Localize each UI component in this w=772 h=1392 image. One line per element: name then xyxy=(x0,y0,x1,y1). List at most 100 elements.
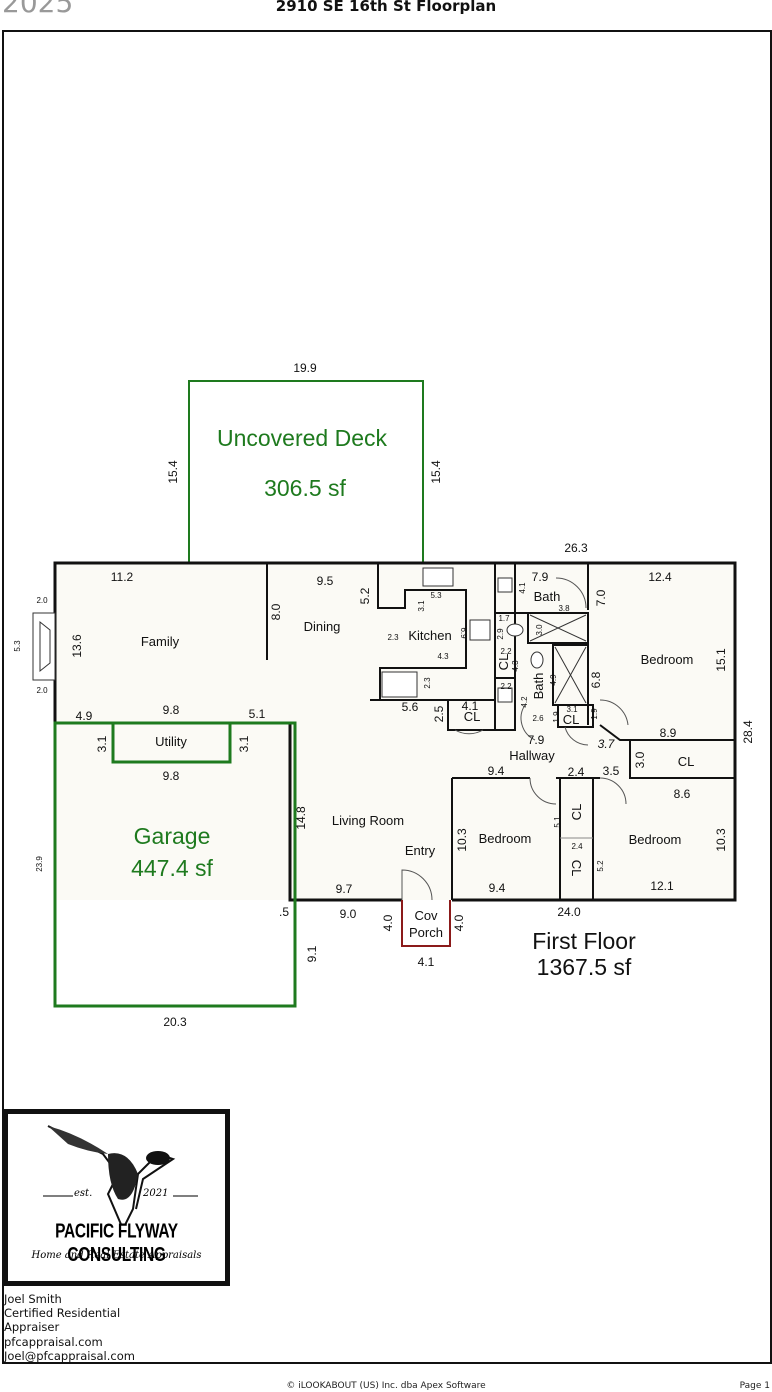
dim-label: 2.0 xyxy=(36,596,48,605)
logo-est: est. xyxy=(74,1188,93,1199)
floor-label: First Floor xyxy=(532,928,636,954)
dim-label: 2.2 xyxy=(500,647,512,656)
shower-icon-2 xyxy=(554,646,587,704)
room-label-bath: Bath xyxy=(531,673,546,700)
dim-label: 10.3 xyxy=(455,828,469,852)
dim-label: 1.9 xyxy=(552,711,561,723)
dim-label: 4.3 xyxy=(511,660,520,672)
document-frame xyxy=(2,30,772,1364)
dim-label: 5.1 xyxy=(249,707,266,721)
appraiser-contact: Joel Smith Certified Residential Apprais… xyxy=(4,1292,135,1363)
dim-label: 1.9 xyxy=(590,708,599,720)
toilet-icon xyxy=(506,623,524,637)
dim-label: 9.1 xyxy=(305,945,319,962)
house-fill xyxy=(55,563,735,900)
dim-label: 24.0 xyxy=(557,905,581,919)
deck-label: Uncovered Deck xyxy=(217,425,388,451)
appraiser-title: Certified Residential xyxy=(4,1306,121,1321)
dim-label: 5.3 xyxy=(13,640,22,652)
dim-label: 9.8 xyxy=(163,703,180,717)
dim-label: 19.9 xyxy=(293,361,317,375)
toilet-icon-2 xyxy=(530,651,544,669)
dim-label: 5.6 xyxy=(402,700,419,714)
dim-label: 3.1 xyxy=(566,705,578,714)
dim-label: 7.9 xyxy=(528,733,545,747)
appliance-icon xyxy=(381,671,418,698)
room-label-bedroom: Bedroom xyxy=(641,652,694,667)
dim-label: 4.9 xyxy=(549,674,558,686)
deck-area: 306.5 sf xyxy=(264,475,346,501)
dim-label: 9.5 xyxy=(317,574,334,588)
bath-sink-icon xyxy=(497,577,513,593)
page-number: Page 1 xyxy=(739,1381,770,1391)
dim-label: 13.6 xyxy=(70,634,84,658)
interior-walls xyxy=(266,562,736,900)
dim-label: 15.4 xyxy=(166,460,180,484)
fixtures xyxy=(32,567,587,704)
garage-area: 447.4 sf xyxy=(131,855,213,881)
dim-label: 5.2 xyxy=(358,587,372,604)
dimension-labels: 26.3 11.2 9.5 7.9 12.4 5.6 4.1 7.9 3.7 8… xyxy=(70,541,755,921)
dim-label: 3.1 xyxy=(417,600,426,612)
dim-label: 10.3 xyxy=(714,828,728,852)
room-label-closet: CL xyxy=(569,804,584,821)
porch-label: Cov xyxy=(414,908,438,923)
dim-label: 3.8 xyxy=(558,604,570,613)
room-label-bedroom: Bedroom xyxy=(629,832,682,847)
dim-label: 2.3 xyxy=(387,633,399,642)
dim-label: 3.1 xyxy=(95,735,109,752)
dim-label: 15.1 xyxy=(714,648,728,672)
dim-label: 3.0 xyxy=(535,624,544,636)
company-logo: est. 2021 PACIFIC FLYWAY CONSULTING Home… xyxy=(3,1109,230,1286)
dim-label: 23.9 xyxy=(35,856,44,872)
dim-label: 14.8 xyxy=(294,806,308,830)
appraiser-title-2: Appraiser xyxy=(4,1320,60,1335)
dim-label: 2.3 xyxy=(423,677,432,689)
room-label-bedroom: Bedroom xyxy=(479,831,532,846)
appraiser-email: Joel@pfcappraisal.com xyxy=(4,1348,135,1363)
page-title: 2910 SE 16th St Floorplan xyxy=(275,0,497,15)
dim-label: 4.9 xyxy=(76,709,93,723)
garage-label: Garage xyxy=(134,823,211,849)
room-label-closet: CL xyxy=(569,860,584,877)
dim-label: 2.0 xyxy=(36,686,48,695)
dim-label: 3.5 xyxy=(603,764,620,778)
copyright: © iLOOKABOUT (US) Inc. dba Apex Software xyxy=(286,1381,486,1391)
dim-label: 9.4 xyxy=(489,881,506,895)
dim-label: .5 xyxy=(279,905,289,919)
dim-label: 2.4 xyxy=(568,765,585,779)
dim-label: 7.0 xyxy=(594,589,608,606)
dim-label: 9.0 xyxy=(340,907,357,921)
dim-label: 4.0 xyxy=(381,914,395,931)
dim-label: 5.2 xyxy=(596,860,605,872)
dim-label: 4.0 xyxy=(452,914,466,931)
door-swings xyxy=(401,577,629,901)
dim-label: 28.4 xyxy=(741,720,755,744)
dim-label: 4.3 xyxy=(437,652,449,661)
room-label-closet: CL xyxy=(563,712,580,727)
logo-tagline: Home and Real Estate Appraisals xyxy=(31,1250,202,1261)
year-fragment: 2025 xyxy=(2,0,74,19)
dim-label: 3.7 xyxy=(598,737,616,751)
fireplace-icon xyxy=(32,612,56,681)
dim-label: 2.5 xyxy=(432,705,446,722)
small-dimension-labels: 2.0 5.3 2.0 5.3 3.1 6.9 2.3 4.3 2.3 4.1 … xyxy=(13,582,605,872)
dim-label: 2.4 xyxy=(571,842,583,851)
dim-label: 7.9 xyxy=(532,570,549,584)
room-label-closet: CL xyxy=(496,654,511,671)
dim-label: 5.1 xyxy=(553,816,562,828)
appraiser-name: Joel Smith xyxy=(4,1292,62,1306)
room-label-kitchen: Kitchen xyxy=(408,628,451,643)
duck-icon xyxy=(43,1125,198,1224)
dim-label: 2.9 xyxy=(496,628,505,640)
floor-area: 1367.5 sf xyxy=(537,954,632,980)
dim-label: 9.4 xyxy=(488,764,505,778)
dim-label: 9.8 xyxy=(163,769,180,783)
room-label-entry: Entry xyxy=(405,843,436,858)
stove-icon xyxy=(469,619,491,641)
dim-label: 12.4 xyxy=(648,570,672,584)
logo-company-name: PACIFIC FLYWAY CONSULTING xyxy=(55,1220,178,1267)
dim-label: 6.8 xyxy=(589,671,603,688)
dim-label: 9.7 xyxy=(336,882,353,896)
